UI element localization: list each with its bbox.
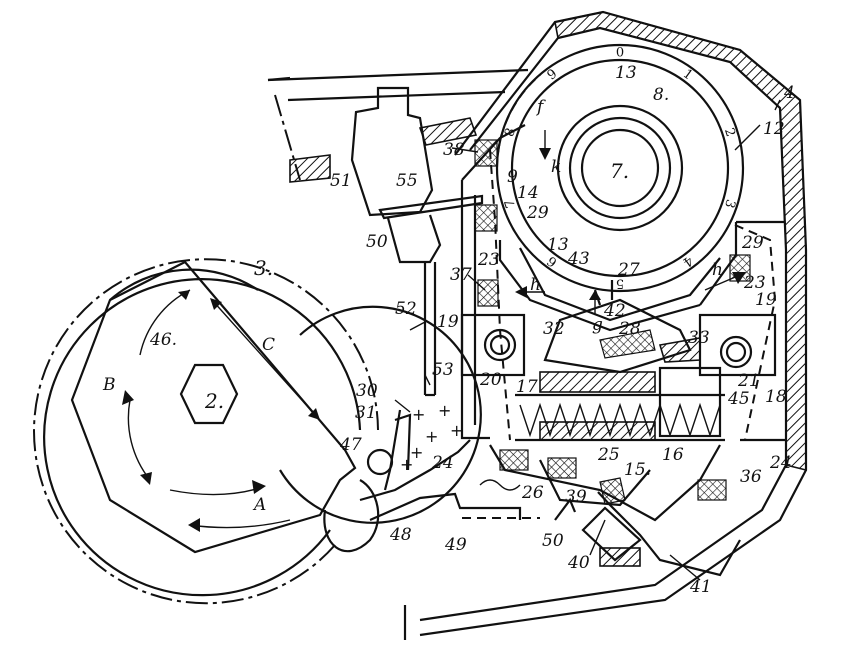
label-f: f	[535, 97, 546, 117]
label-29-left: 29	[526, 203, 549, 223]
label-A: A	[252, 495, 266, 515]
hex-shaft-2	[179, 363, 239, 425]
drum-digit-2: 2	[721, 126, 738, 139]
label-53: 53	[432, 360, 454, 380]
label-26: 26	[521, 483, 544, 503]
label-39: 39	[565, 487, 587, 507]
label-28: 28	[618, 319, 641, 339]
label-24-left: 24	[431, 453, 454, 473]
label-29-right: 29	[741, 233, 764, 253]
label-36: 36	[740, 467, 762, 487]
leader-lines	[394, 99, 781, 581]
label-2: 2.	[204, 389, 224, 413]
label-50-bottom: 50	[542, 531, 564, 551]
label-51: 51	[330, 171, 352, 191]
label-18: 18	[765, 387, 787, 407]
label-25: 25	[597, 445, 620, 465]
label-50-top: 50	[366, 232, 388, 252]
label-38: 38	[443, 140, 465, 160]
label-46: 46.	[149, 330, 177, 350]
housing-4	[403, 10, 808, 640]
spring-16	[515, 366, 725, 442]
drum-digit-5: 5	[616, 276, 624, 291]
inner-frame-plate	[460, 124, 785, 442]
label-42: 42	[603, 301, 626, 321]
label-16: 16	[662, 445, 684, 465]
label-30: 30	[356, 381, 378, 401]
label-20: 20	[479, 370, 502, 390]
lever-assembly-51	[350, 86, 484, 397]
drum-digit-0: 0	[616, 46, 624, 61]
label-41: 41	[689, 577, 712, 597]
label-21: 21	[737, 371, 760, 391]
label-19-right: 19	[755, 290, 777, 310]
crosshatched-blocks	[474, 139, 751, 501]
number-drum-8	[495, 43, 745, 293]
svg-text:+: +	[400, 455, 413, 474]
label-33: 33	[688, 328, 710, 348]
label-12: 12	[763, 119, 785, 139]
label-9: 9	[507, 167, 518, 187]
drum-digit-3: 3	[721, 197, 738, 210]
label-52: 52	[395, 299, 417, 319]
label-32: 32	[543, 319, 565, 339]
motion-arrows	[515, 130, 746, 315]
label-19-left: 19	[437, 312, 459, 332]
svg-text:+: +	[412, 405, 425, 424]
label-31: 31	[355, 403, 377, 423]
label-17: 17.	[516, 377, 543, 397]
label-g: g	[592, 315, 603, 335]
svg-text:+: +	[425, 427, 438, 446]
label-h-right: h	[712, 260, 723, 280]
label-45: 45	[727, 389, 750, 409]
label-8: 8.	[653, 85, 669, 105]
label-7: 7.	[610, 159, 629, 183]
label-23-left: 23	[477, 250, 500, 270]
label-B: B	[102, 375, 116, 395]
label-15: 15.	[624, 460, 651, 480]
label-3: 3.	[254, 256, 273, 280]
svg-text:+: +	[450, 421, 463, 440]
label-40: 40	[567, 553, 590, 573]
label-13-left: 13	[547, 235, 569, 255]
label-43: 43	[567, 249, 590, 269]
link-48-49	[359, 409, 577, 522]
svg-text:+: +	[410, 443, 423, 462]
svg-text:+: +	[438, 401, 451, 420]
rotation-arrows	[122, 289, 320, 532]
label-49: 49	[444, 535, 467, 555]
label-47: 47	[339, 435, 362, 455]
label-13-top: 13	[615, 63, 637, 83]
label-27: 27	[617, 260, 640, 280]
label-h-left: h	[530, 275, 541, 295]
plus-marks: + + + + + +	[400, 401, 463, 474]
label-4: 4	[783, 83, 795, 103]
label-C: C	[262, 335, 275, 355]
label-24-right: 24	[769, 453, 792, 473]
label-23-right: 23	[743, 273, 766, 293]
label-k: k	[551, 157, 561, 177]
reference-labels: 2. 3. 4 7. 8. 9 12 13 13 14 15. 16 17. 1…	[102, 63, 795, 597]
label-37: 37	[450, 265, 472, 285]
label-48: 48	[389, 525, 412, 545]
label-14: 14	[517, 183, 539, 203]
label-55: 55	[396, 171, 418, 191]
